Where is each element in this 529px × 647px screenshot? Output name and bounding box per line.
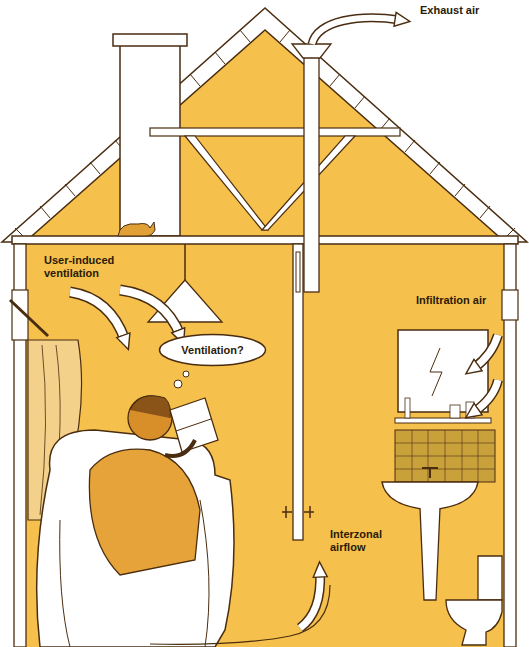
bubble-text: Ventilation? <box>181 344 243 356</box>
infiltration-label: Infiltration air <box>416 294 498 307</box>
airflow-label: Interzonal airflow <box>330 528 402 553</box>
exhaust-label: Exhaust air <box>420 4 480 17</box>
thought-bubble: Ventilation? <box>158 333 267 367</box>
ventilation-label: User-induced ventilation <box>44 254 134 279</box>
